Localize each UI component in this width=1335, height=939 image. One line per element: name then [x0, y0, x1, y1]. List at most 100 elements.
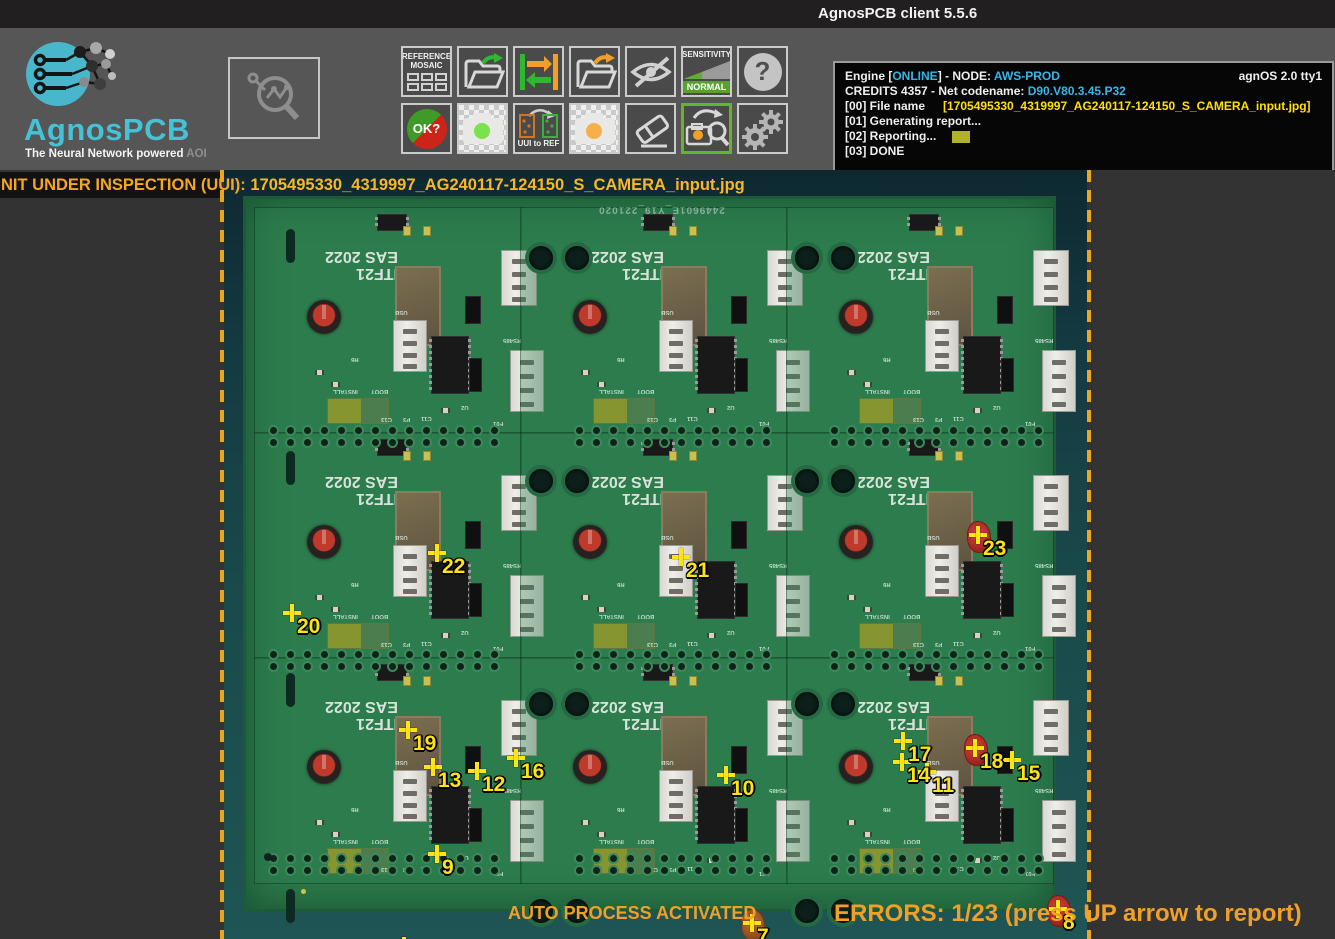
- through-hole: [474, 651, 481, 658]
- through-hole: [593, 663, 600, 670]
- settings-button[interactable]: [737, 103, 788, 154]
- silkscreen-text: C11: [687, 415, 698, 421]
- snapshot-uui-button[interactable]: [569, 103, 620, 154]
- through-hole: [899, 663, 906, 670]
- swap-uui-ref-button[interactable]: [513, 46, 564, 97]
- through-hole: [950, 427, 957, 434]
- driver-chip: [697, 336, 735, 394]
- silkscreen-text: INSTALL: [865, 838, 890, 844]
- mounting-hole: [831, 246, 855, 270]
- open-uui-button[interactable]: [569, 46, 620, 97]
- through-hole: [389, 663, 396, 670]
- error-marker-number-22: 22: [442, 555, 465, 579]
- silkscreen-text: P3: [669, 416, 676, 422]
- through-hole: [610, 867, 617, 874]
- pcb-photo[interactable]: 2449601E_Y19_221020ITF21EAS 2022USBRS485…: [224, 170, 1087, 939]
- through-hole: [848, 439, 855, 446]
- silkscreen-text: USB: [927, 534, 940, 540]
- error-marker-number-13: 13: [438, 769, 461, 793]
- through-hole: [1035, 651, 1042, 658]
- console-line: [01] Generating report...: [845, 114, 1322, 129]
- through-hole: [304, 651, 311, 658]
- through-hole: [457, 651, 464, 658]
- through-hole: [746, 439, 753, 446]
- ok-check-button[interactable]: OK?: [401, 103, 452, 154]
- through-hole: [627, 867, 634, 874]
- through-hole: [729, 855, 736, 862]
- silkscreen-text: C13: [647, 641, 658, 647]
- through-hole: [746, 663, 753, 670]
- silkscreen-text: R6: [351, 581, 359, 587]
- resistor: [441, 633, 450, 638]
- through-hole: [1035, 855, 1042, 862]
- connector-usb: [925, 320, 959, 372]
- console-cursor: [952, 131, 970, 143]
- resistor: [315, 595, 324, 600]
- through-hole: [627, 855, 634, 862]
- through-hole: [916, 427, 923, 434]
- through-hole: [967, 867, 974, 874]
- silkscreen-text: RS485: [769, 787, 787, 793]
- silkscreen-text: USB: [395, 759, 408, 765]
- mounting-hole: [529, 246, 553, 270]
- open-reference-button[interactable]: [457, 46, 508, 97]
- help-button[interactable]: ?: [737, 46, 788, 97]
- through-hole: [848, 427, 855, 434]
- inspect-disabled-button[interactable]: [228, 57, 320, 139]
- silkscreen-text: BOOT: [371, 838, 388, 844]
- through-hole: [984, 427, 991, 434]
- driver-chip: [963, 336, 1001, 394]
- through-hole: [899, 439, 906, 446]
- through-hole: [287, 663, 294, 670]
- silkscreen-text: BOOT: [903, 838, 920, 844]
- through-hole: [1001, 427, 1008, 434]
- silkscreen-text: INSTALL: [865, 613, 890, 619]
- brand-tagline: The Neural Network powered AOI: [25, 148, 207, 160]
- silkscreen-text: R6: [883, 581, 891, 587]
- inspect-snapshot-button[interactable]: [681, 103, 732, 154]
- error-marker-number-11: 11: [932, 774, 954, 798]
- module-title: ITF21EAS 2022: [325, 248, 398, 282]
- through-hole: [491, 427, 498, 434]
- through-hole: [389, 439, 396, 446]
- through-hole: [865, 651, 872, 658]
- connector-usb: [659, 320, 693, 372]
- resistor: [597, 832, 606, 837]
- snapshot-reference-button[interactable]: [457, 103, 508, 154]
- through-hole: [967, 855, 974, 862]
- silkscreen-text: C13: [381, 416, 392, 422]
- through-hole: [984, 867, 991, 874]
- connector-rs485: [1042, 800, 1076, 862]
- through-hole: [321, 867, 328, 874]
- pin-header: [469, 808, 482, 842]
- through-hole: [304, 439, 311, 446]
- silkscreen-text: C11: [421, 415, 432, 421]
- through-hole: [491, 663, 498, 670]
- silkscreen-text: RS485: [503, 562, 521, 568]
- led: [955, 451, 963, 461]
- uui-to-ref-button[interactable]: UUI to REF: [513, 103, 564, 154]
- engine-online-state: ONLINE: [892, 69, 937, 83]
- module-title: ITF21EAS 2022: [857, 698, 930, 732]
- driver-chip: [697, 786, 735, 844]
- reference-mosaic-button[interactable]: REFERENCE MOSAIC: [401, 46, 452, 97]
- erase-button[interactable]: [625, 103, 676, 154]
- through-hole: [712, 427, 719, 434]
- error-marker-number-16: 16: [521, 760, 544, 784]
- silkscreen-text: INSTALL: [333, 838, 358, 844]
- silkscreen-text: P3: [935, 416, 942, 422]
- sensitivity-ramp-icon: [684, 59, 730, 79]
- hide-overlay-button[interactable]: [625, 46, 676, 97]
- through-hole: [831, 651, 838, 658]
- silkscreen-text: INSTALL: [865, 388, 890, 394]
- silkscreen-text: F01: [1025, 645, 1035, 651]
- silkscreen-text: INSTALL: [333, 388, 358, 394]
- brand-tagline-aoi: AOI: [186, 148, 206, 160]
- connector-rs485: [1042, 350, 1076, 412]
- uui-filename: 1705495330_4319997_AG240117-124150_S_CAM…: [250, 176, 744, 194]
- mosaic-grid-icon: [407, 73, 447, 91]
- through-hole: [882, 427, 889, 434]
- through-hole: [491, 855, 498, 862]
- sensitivity-button[interactable]: SENSITIVITY NORMAL: [681, 46, 732, 97]
- label-block: [859, 398, 921, 424]
